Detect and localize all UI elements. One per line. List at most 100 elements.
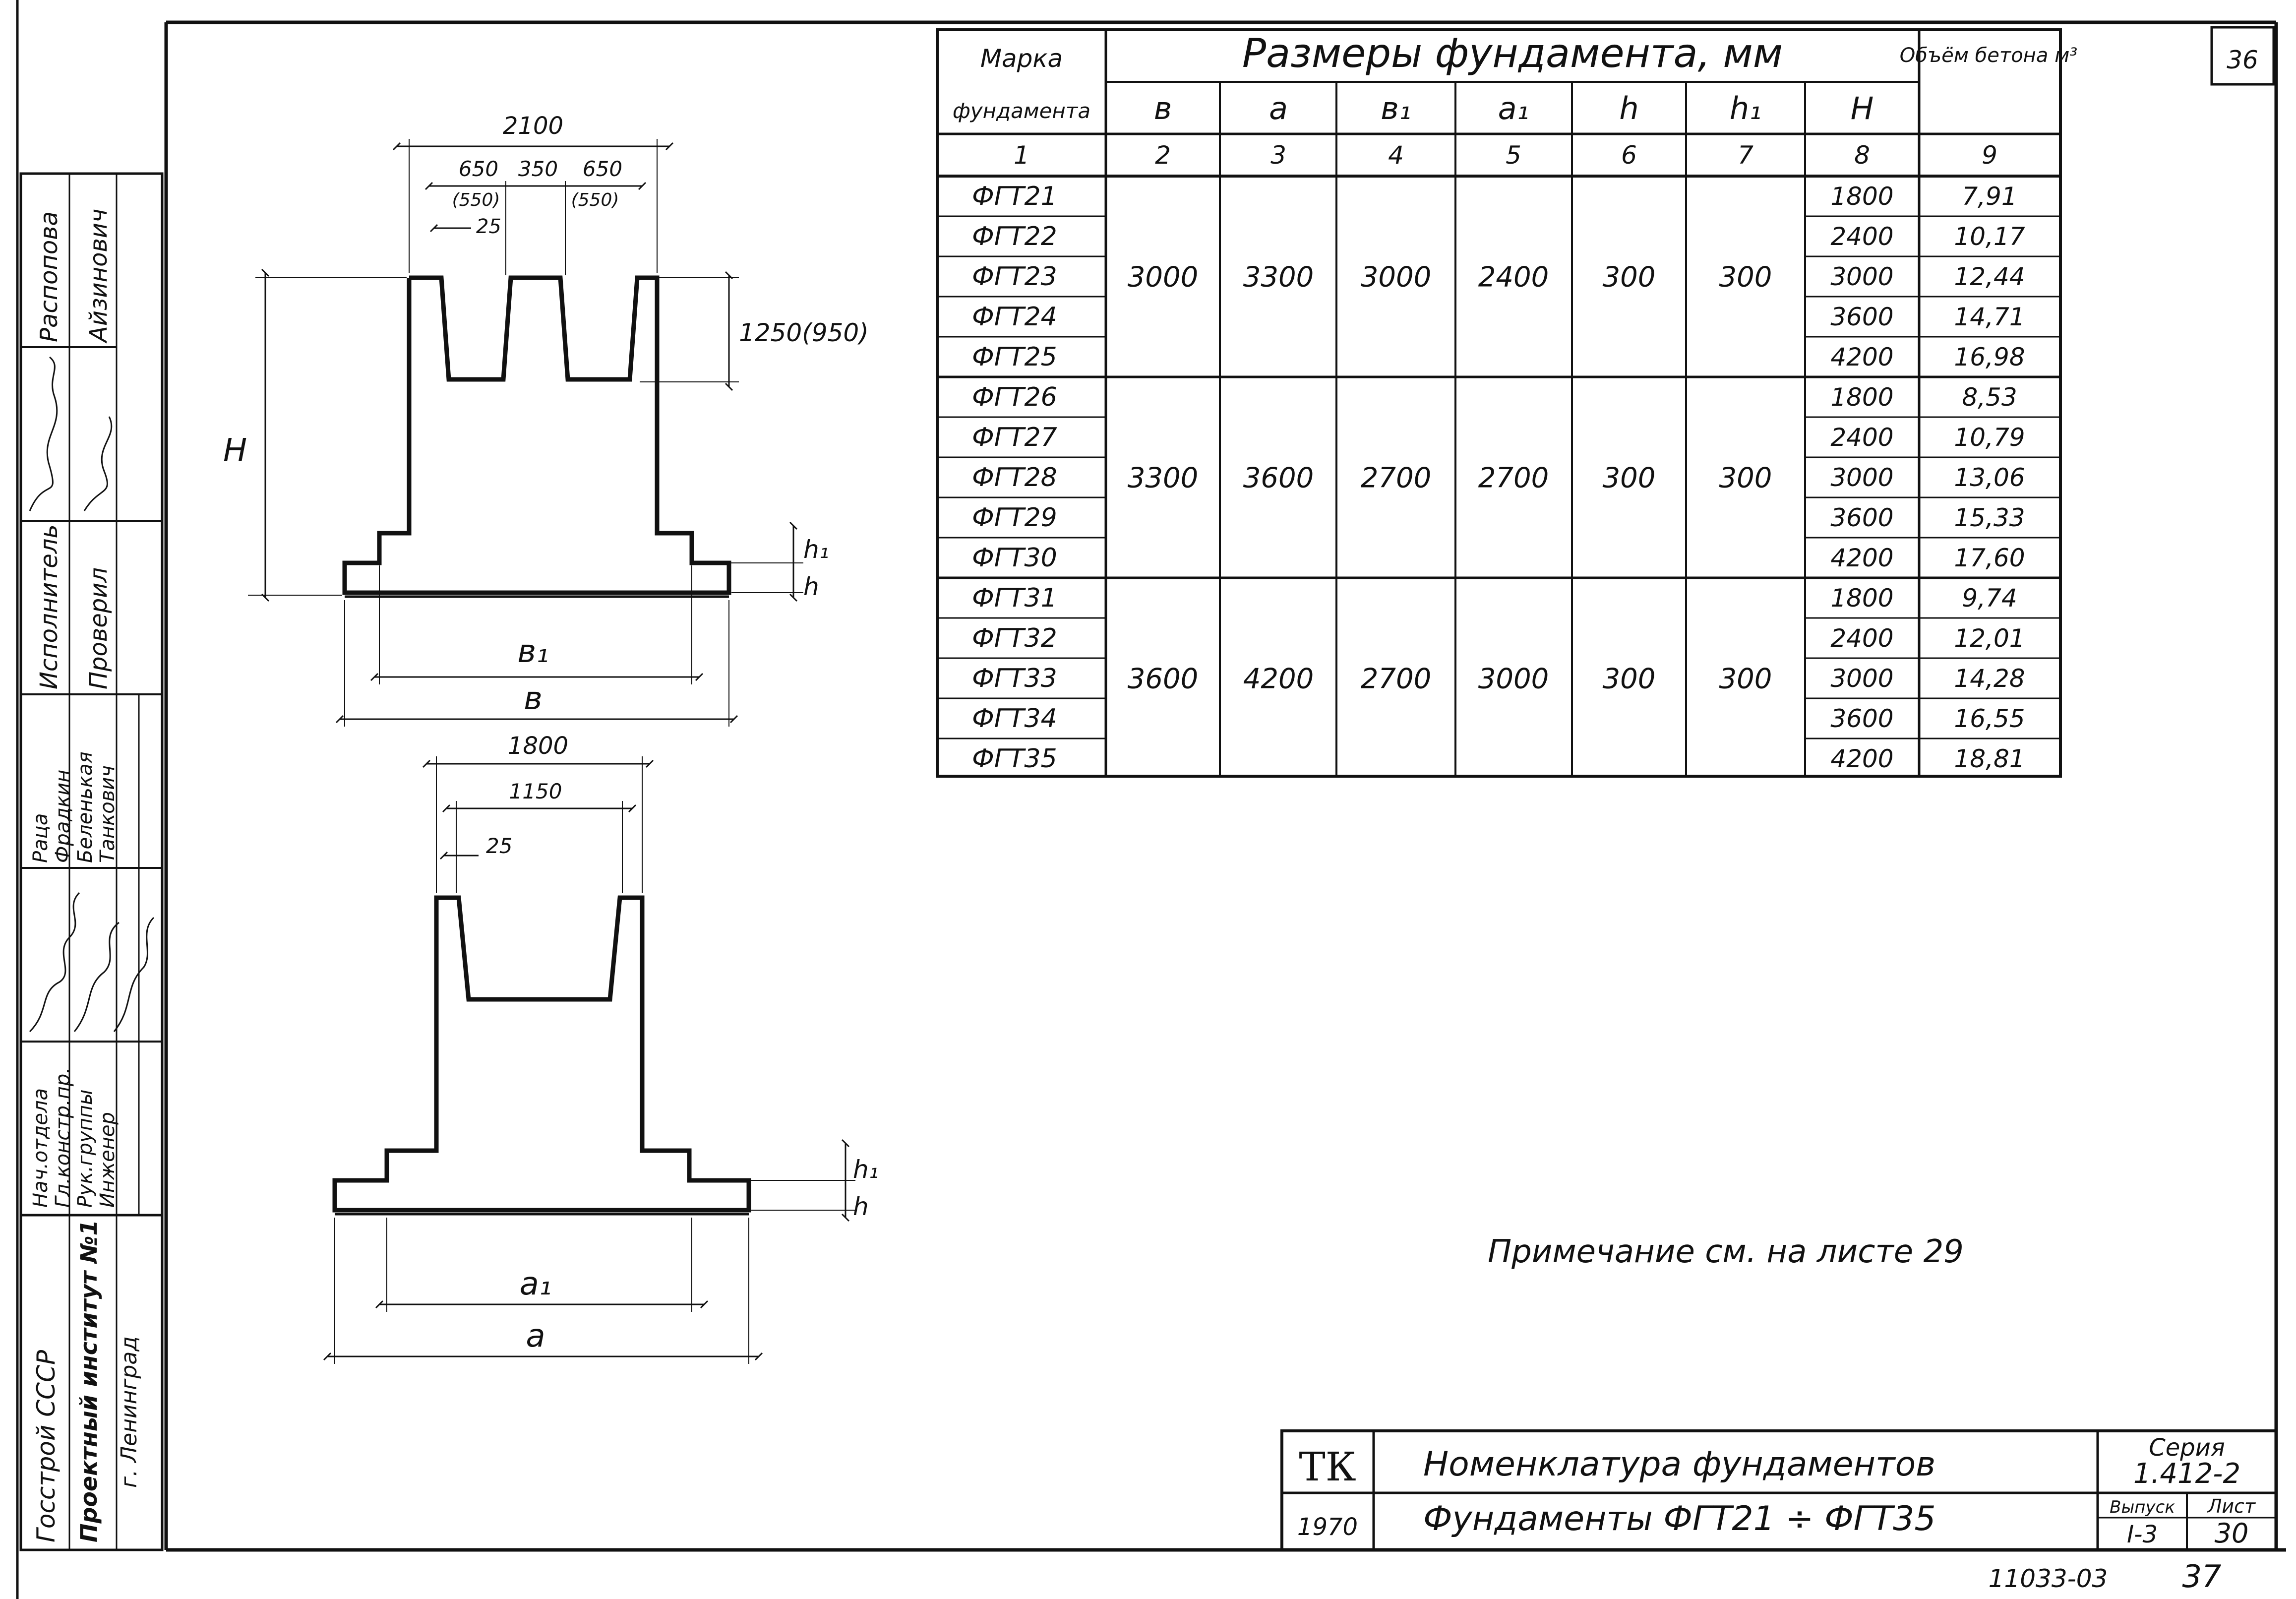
dim-h-label-2: h	[853, 1192, 869, 1221]
row-mark: ФГТ23	[972, 262, 1057, 292]
col-number-8: 9	[1982, 141, 1997, 170]
foundation-elevation-1: 2100 650 350 650 (550) (550) 25 1250(950…	[223, 112, 869, 727]
dim-seg3: 650	[583, 157, 622, 181]
sheet-label: Лист	[2207, 1495, 2256, 1517]
group-2-h1: 300	[1719, 663, 1772, 695]
dim-b1-label: в₁	[517, 633, 548, 670]
stamp-role-0: Нач.отдела	[29, 1088, 52, 1208]
row-mark: ФГТ32	[972, 623, 1057, 653]
header-dims: Размеры фундамента, мм	[1242, 30, 1783, 76]
row-mark: ФГТ33	[972, 664, 1057, 693]
row-volume: 10,17	[1954, 222, 2025, 251]
title-year: 1970	[1297, 1513, 1358, 1541]
row-volume: 14,71	[1954, 303, 2025, 331]
sheet-corner-box: 36	[2210, 26, 2275, 86]
issue-label: Выпуск	[2110, 1497, 2175, 1517]
stamp-role-1: Гл.констр.пр.	[52, 1067, 74, 1208]
checker-label: Проверил	[85, 567, 113, 689]
row-mark: ФГТ29	[972, 503, 1057, 533]
dim-a1-label: а₁	[520, 1266, 552, 1302]
series-label: Серия	[2149, 1434, 2225, 1462]
dim-wall-1: 25	[476, 215, 501, 238]
dim-height-label: H	[223, 432, 247, 469]
footer-page: 37	[2182, 1558, 2222, 1595]
col-number-0: 1	[1014, 141, 1029, 170]
col-number-1: 2	[1155, 141, 1171, 170]
note-text: Примечание см. на листе 29	[1488, 1233, 1964, 1270]
header-mark-2: фундамента	[953, 99, 1090, 123]
row-height: 1800	[1830, 584, 1893, 613]
group-2-a: 4200	[1243, 663, 1314, 695]
group-1-b1: 2700	[1361, 462, 1432, 494]
group-2-b: 3600	[1128, 663, 1199, 695]
group-1-b: 3300	[1128, 462, 1199, 494]
col-number-7: 8	[1854, 141, 1870, 170]
row-volume: 15,33	[1954, 503, 2025, 532]
title-block: ТК 1970 Номенклатура фундаментов Фундаме…	[1280, 1429, 2278, 1551]
dim-inner-width: 1150	[509, 779, 562, 803]
side-stamp: Распопова Исполнитель Айзинович Проверил…	[19, 172, 164, 1551]
dim-socket-depth: 1250(950)	[739, 318, 869, 347]
row-volume: 13,06	[1954, 463, 2025, 492]
checker-name: Айзинович	[85, 209, 113, 344]
dim-seg1: 650	[459, 157, 498, 181]
row-height: 3000	[1830, 463, 1893, 492]
row-height: 4200	[1830, 544, 1893, 572]
row-volume: 16,98	[1954, 343, 2025, 371]
row-volume: 9,74	[1962, 584, 2017, 613]
dimensions-table: Марка фундамента Размеры фундамента, мм …	[936, 28, 2078, 778]
header-volume: Объём бетона м³	[1900, 44, 2078, 67]
title-line-1: Номенклатура фундаментов	[1423, 1445, 1935, 1484]
group-0-b1: 3000	[1361, 261, 1432, 294]
dim-wall-2: 25	[486, 834, 512, 858]
dim-col-header-5: h₁	[1730, 90, 1761, 126]
series-value: 1.412-2	[2133, 1458, 2240, 1490]
col-number-3: 4	[1388, 141, 1404, 170]
executor-name: Распопова	[35, 211, 63, 342]
row-volume: 16,55	[1954, 704, 2025, 733]
title-line-2: Фундаменты ФГТ21 ÷ ФГТ35	[1423, 1499, 1936, 1538]
col-number-5: 6	[1621, 141, 1637, 170]
stamp-name-2: Беленькая	[74, 751, 97, 863]
stamp-org-1: Проектный институт №1	[75, 1220, 102, 1542]
row-height: 3600	[1830, 704, 1893, 733]
group-2-h: 300	[1603, 663, 1656, 695]
dim-col-header-4: h	[1619, 90, 1638, 126]
stamp-org-2: г. Ленинград	[117, 1336, 142, 1488]
row-mark: ФГТ24	[972, 302, 1057, 332]
signature-marks	[29, 356, 155, 1033]
row-mark: ФГТ28	[972, 463, 1057, 492]
row-volume: 14,28	[1954, 664, 2025, 693]
row-height: 1800	[1830, 182, 1893, 211]
dim-h1-label-1: h₁	[803, 535, 829, 564]
row-height: 3600	[1830, 503, 1893, 532]
dim-col-header-0: в	[1154, 90, 1172, 126]
row-height: 3600	[1830, 303, 1893, 331]
col-number-4: 5	[1506, 141, 1521, 170]
group-2-a1: 3000	[1478, 663, 1549, 695]
stamp-role-3: Инженер	[96, 1112, 119, 1208]
dim-a-label: а	[526, 1318, 545, 1354]
dim-h1-label-2: h₁	[853, 1155, 879, 1184]
row-mark: ФГТ30	[972, 543, 1057, 573]
group-1-h1: 300	[1719, 462, 1772, 494]
issue-value: I-3	[2127, 1521, 2158, 1548]
row-volume: 12,01	[1954, 624, 2025, 653]
row-height: 2400	[1830, 222, 1893, 251]
group-0-a: 3300	[1243, 261, 1314, 294]
row-mark: ФГТ35	[972, 744, 1057, 774]
row-height: 1800	[1830, 383, 1893, 412]
col-number-2: 3	[1270, 141, 1286, 170]
executor-label: Исполнитель	[35, 524, 63, 689]
dim-col-header-3: а₁	[1498, 90, 1529, 126]
footer-code: 11033-03	[1989, 1564, 2108, 1593]
dim-b-label: в	[524, 680, 543, 717]
dim-seg1-alt: (550)	[452, 190, 500, 210]
dim-col-header-2: в₁	[1381, 90, 1411, 126]
dim-seg3-alt: (550)	[571, 190, 619, 210]
header-mark: Марка	[980, 44, 1063, 73]
group-0-b: 3000	[1128, 261, 1199, 294]
